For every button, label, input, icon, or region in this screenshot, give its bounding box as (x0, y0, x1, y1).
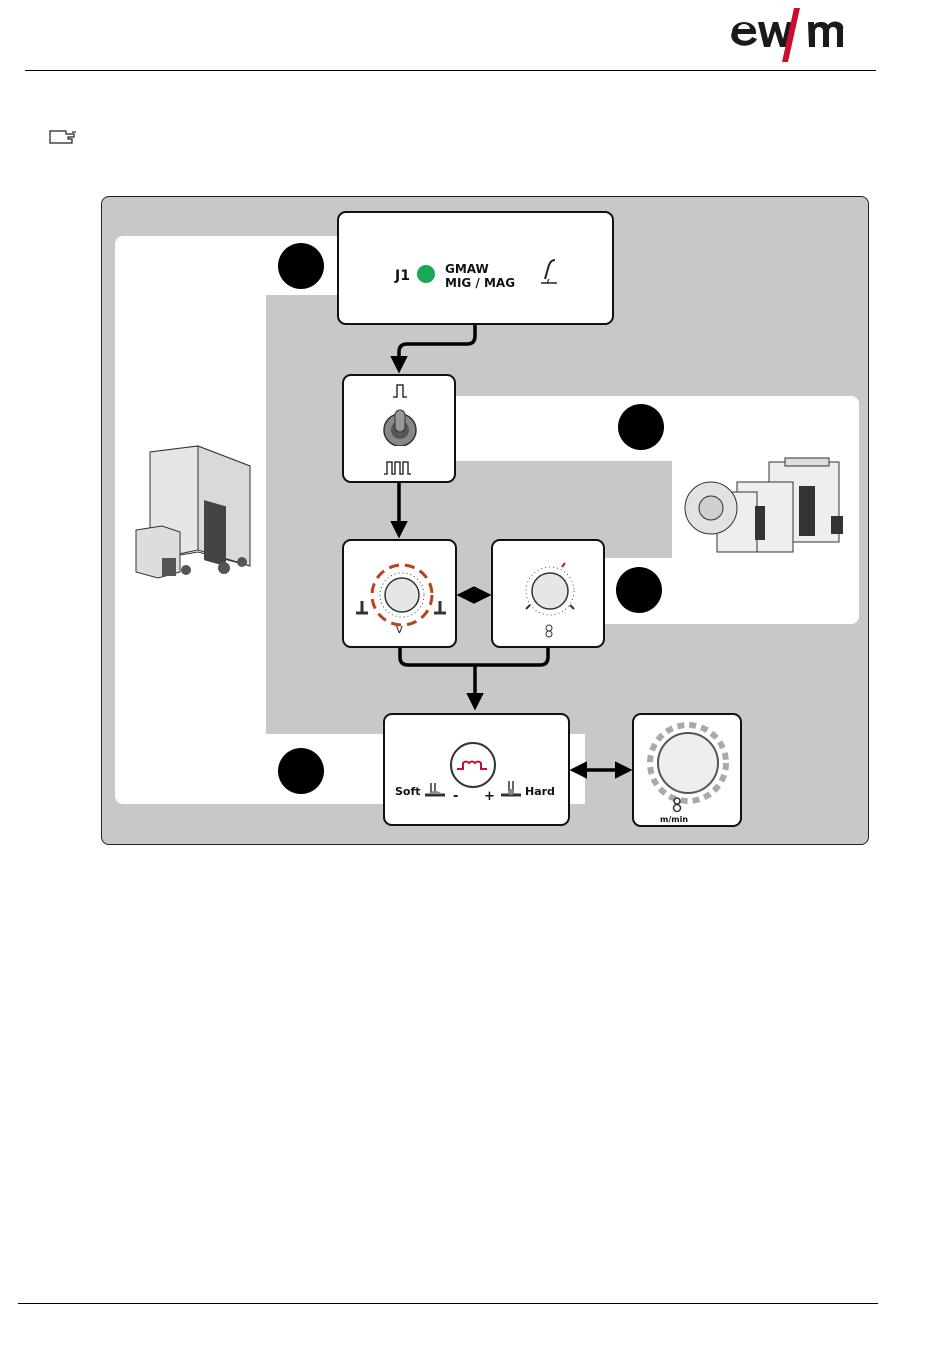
wire-speed-unit-label: m/min (660, 815, 688, 824)
job-display-box: J1 GMAW MIG / MAG (337, 211, 614, 325)
voltage-unit-label: V (396, 625, 403, 636)
two-step-icon (391, 381, 409, 399)
footer-rule (18, 1303, 878, 1304)
job-status-led (417, 265, 435, 283)
dynamics-icon (449, 741, 497, 789)
welding-torch-icon (535, 257, 561, 287)
hard-label: Hard (525, 785, 555, 798)
mode-line-2: MIG / MAG (445, 276, 515, 290)
wire-speed-icon (670, 797, 684, 813)
wire-feed-icon (542, 624, 556, 638)
hard-weld-icon (499, 779, 523, 801)
dynamics-box: Soft - + Hard (383, 713, 570, 826)
four-step-icon (382, 458, 418, 476)
wire-speed-box: m/min (632, 713, 742, 827)
soft-label: Soft (395, 785, 421, 798)
job-label: J1 (395, 268, 410, 284)
mode-line-1: GMAW (445, 262, 489, 276)
wire-speed-knob[interactable] (644, 719, 734, 807)
plus-label: + (484, 789, 495, 804)
voltage-knob-box: V (342, 539, 457, 648)
minus-label: - (453, 789, 458, 804)
wire-knob-box (491, 539, 605, 648)
mode-toggle-switch[interactable] (380, 406, 420, 446)
soft-weld-icon (423, 779, 447, 801)
operating-mode-box (342, 374, 456, 483)
